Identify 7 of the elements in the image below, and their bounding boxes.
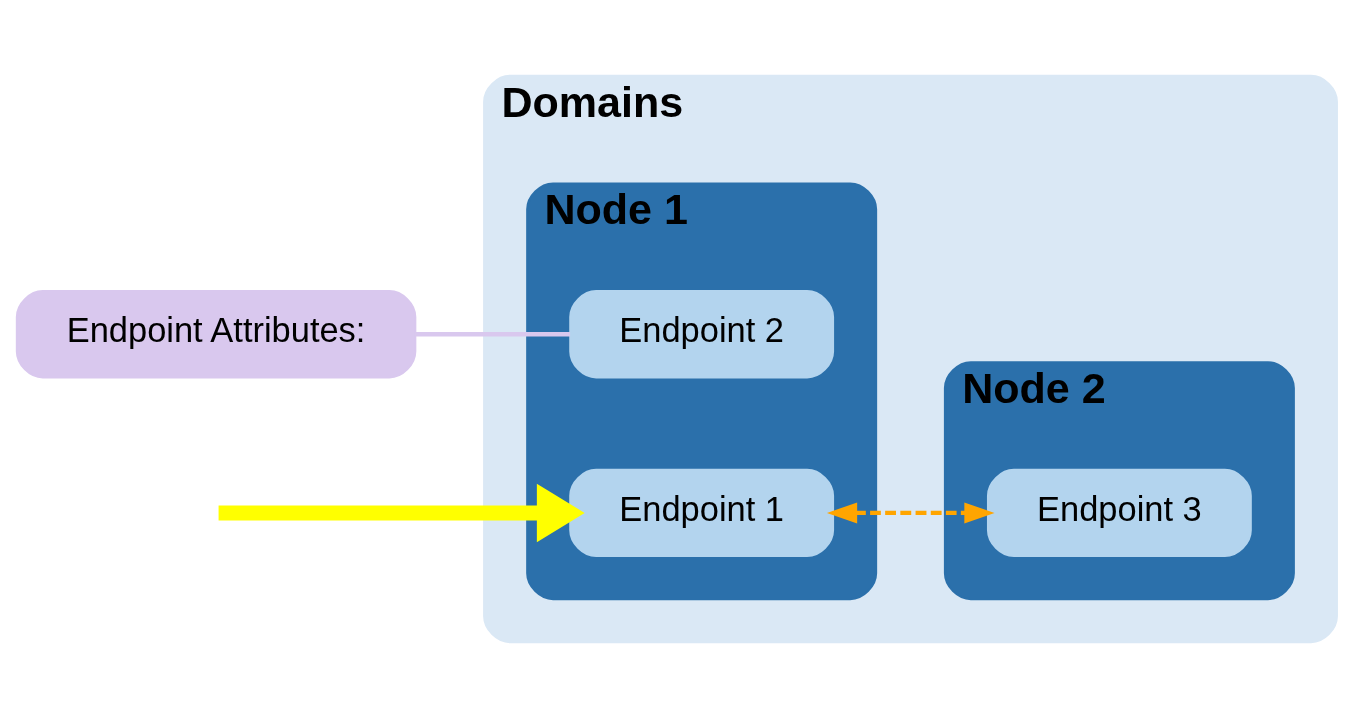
connector	[415, 332, 571, 337]
node-box: Endpoint 3	[986, 468, 1252, 558]
node-box: Endpoint 1	[569, 468, 835, 558]
arrow	[826, 502, 995, 524]
node-box: Endpoint Attributes:	[15, 290, 417, 379]
node-box: Endpoint 2	[569, 290, 835, 379]
arrow	[218, 483, 585, 543]
